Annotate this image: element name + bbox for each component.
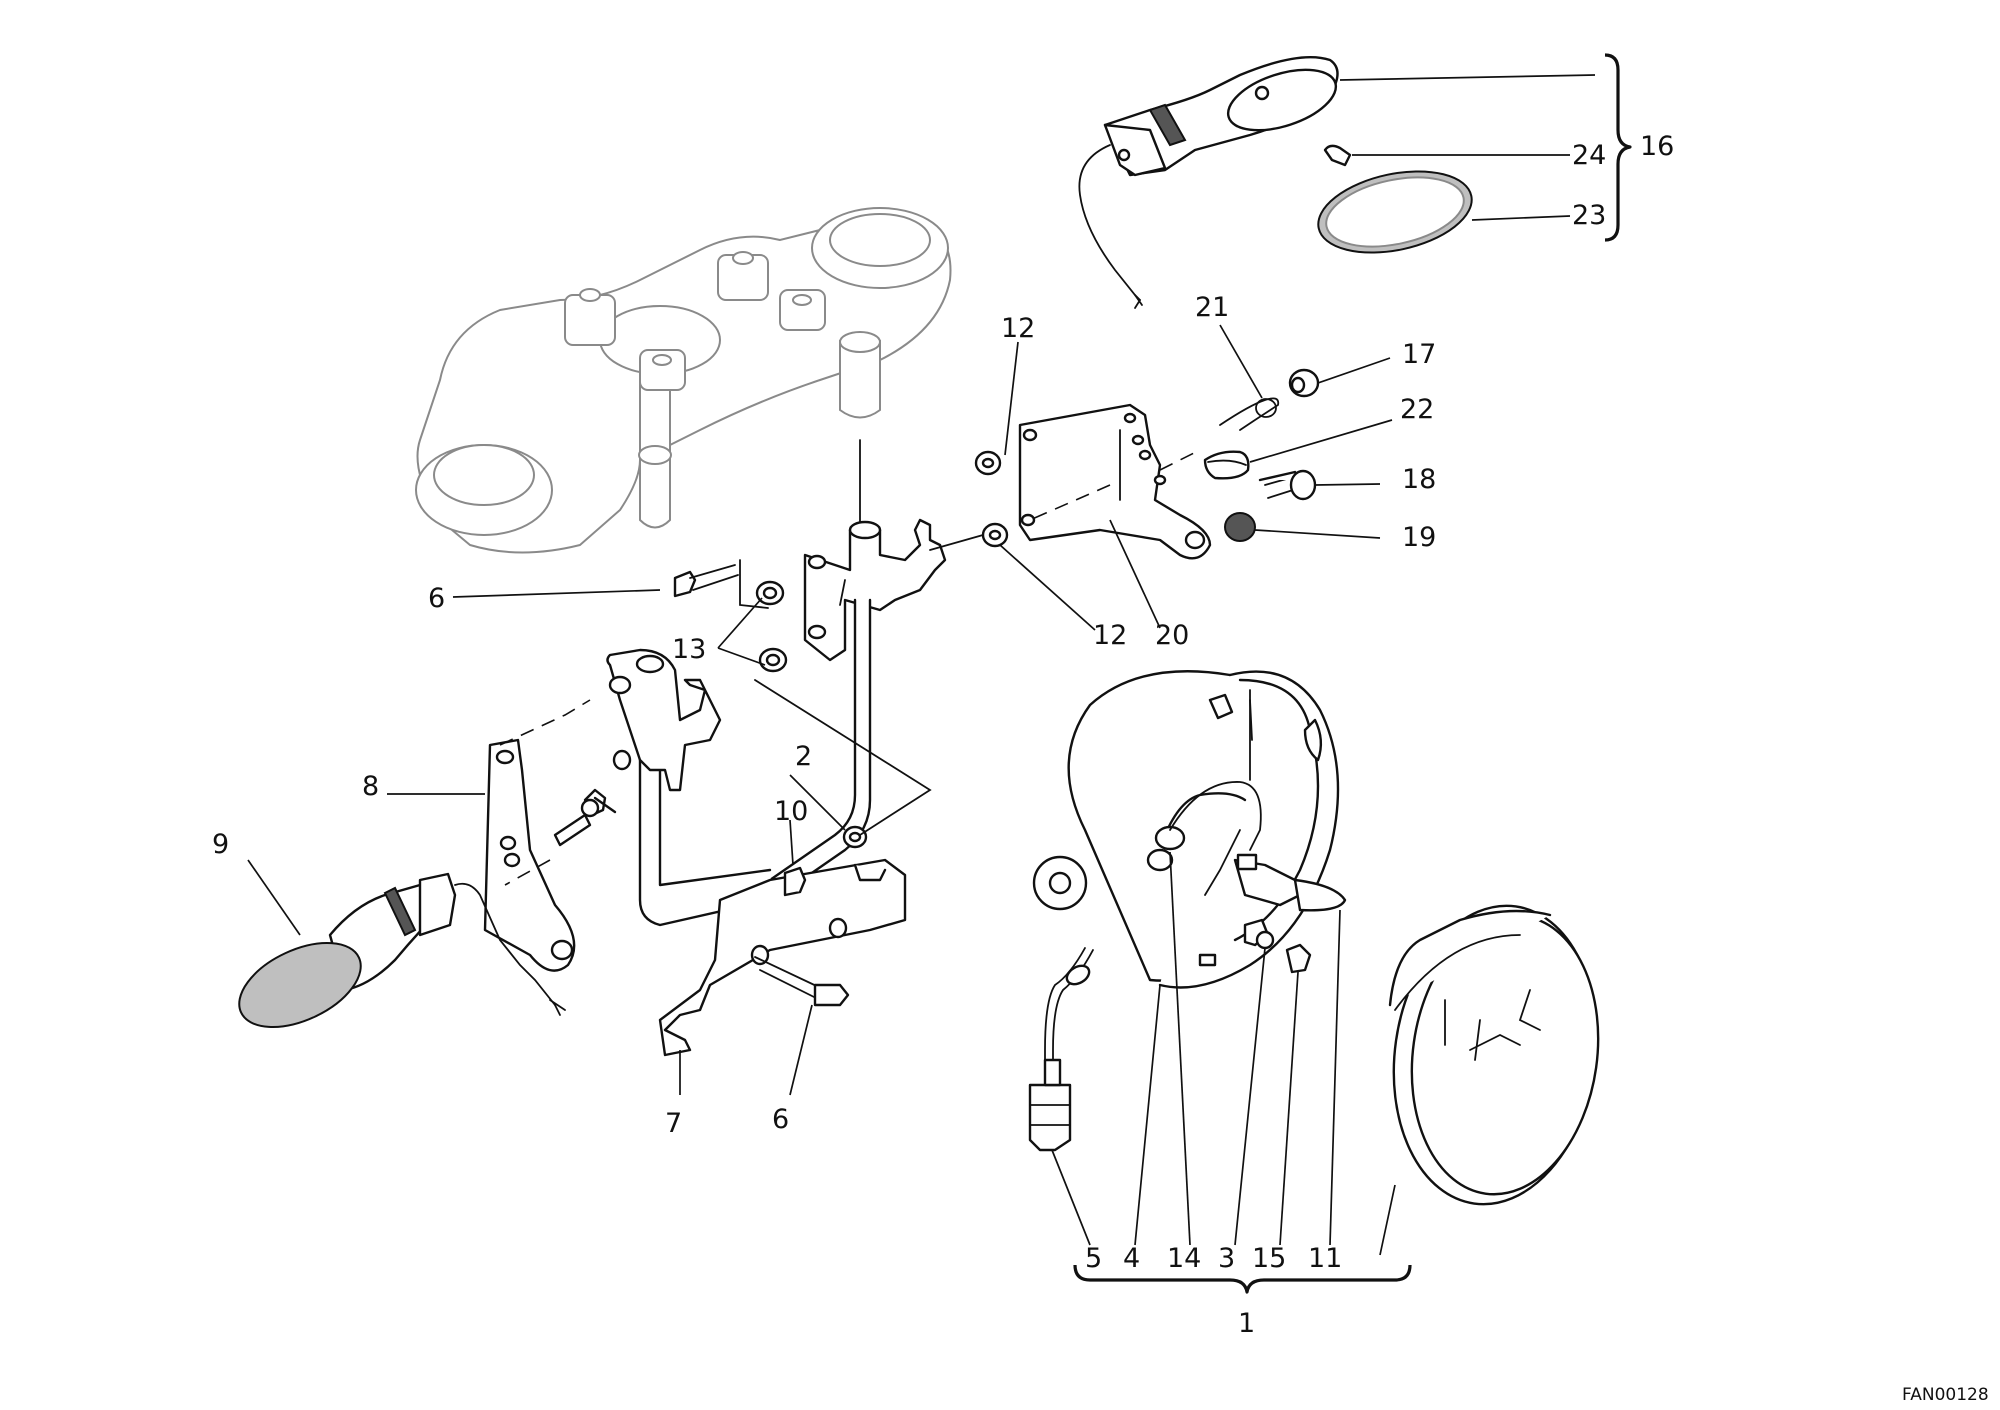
headlight-support-bracket: [606, 439, 947, 927]
callout-3: 3: [1218, 1243, 1235, 1274]
callout-4: 4: [1123, 1243, 1140, 1274]
nut-17: [1288, 368, 1320, 398]
washer-13-lower: [758, 647, 788, 673]
turn-signal-stud: [553, 788, 617, 847]
lens-23: [1317, 170, 1473, 254]
callout-labels: 1 2 3 4 5 6 6 7 8 9 10 11 12 12 13 14 15…: [212, 131, 1674, 1339]
grommet-12-upper: [974, 450, 1002, 476]
callout-20: 20: [1155, 620, 1189, 651]
spring-clip-21: [1219, 397, 1280, 431]
headlight-lens: [1388, 904, 1600, 1206]
screw-10: [783, 866, 807, 897]
bulb-15: [1285, 943, 1312, 974]
leader-lines: [247, 74, 1596, 1256]
callout-15: 15: [1252, 1243, 1286, 1274]
headlight-shell: [1032, 670, 1340, 989]
callout-10: 10: [774, 796, 808, 827]
right-turn-signal: [1078, 55, 1339, 309]
callout-13: 13: [672, 634, 706, 665]
drawing-code: FAN00128: [1902, 1385, 1989, 1405]
screw-upper: [673, 564, 739, 598]
group-bracket-1: [1073, 1264, 1412, 1294]
callout-2: 2: [795, 741, 812, 772]
callout-12-upper: 12: [1001, 313, 1035, 344]
callout-12-lower: 12: [1093, 620, 1127, 651]
callout-19: 19: [1402, 522, 1436, 553]
bolt-18: [1258, 469, 1317, 501]
callout-18: 18: [1402, 464, 1436, 495]
callout-7: 7: [665, 1108, 682, 1139]
callout-6-upper: 6: [428, 583, 445, 614]
headlight-connector-5: [1028, 947, 1094, 1152]
left-turn-signal-bracket: [483, 738, 576, 972]
washer-19: [1224, 512, 1256, 542]
callout-5: 5: [1085, 1243, 1102, 1274]
washer-2: [842, 825, 868, 849]
callout-23: 23: [1572, 200, 1606, 231]
callout-17: 17: [1402, 339, 1436, 370]
callout-1: 1: [1238, 1308, 1255, 1339]
wire-harness-14: [1146, 781, 1262, 896]
left-turn-signal: [238, 872, 566, 1028]
callout-22: 22: [1400, 394, 1434, 425]
top-triple-clamp: [415, 207, 952, 554]
instrument-mount-plate: [1018, 403, 1212, 560]
group-bracket-16: [1604, 53, 1632, 242]
callout-8: 8: [362, 771, 379, 802]
callout-21: 21: [1195, 292, 1229, 323]
callout-14: 14: [1167, 1243, 1201, 1274]
assembly-lines: [499, 449, 1201, 886]
screw-lower: [754, 956, 850, 1007]
callout-6-lower: 6: [772, 1104, 789, 1135]
parking-lamp-3: [1243, 918, 1275, 950]
callout-16: 16: [1640, 131, 1674, 162]
rubber-pad-22: [1203, 450, 1250, 480]
lower-mounting-plate: [658, 858, 907, 1057]
callout-9: 9: [212, 829, 229, 860]
washer-13-upper: [755, 580, 785, 606]
callout-11: 11: [1308, 1243, 1342, 1274]
bulb-24: [1323, 144, 1352, 167]
bulb-holder-11: [1233, 853, 1347, 912]
callout-24: 24: [1572, 140, 1606, 171]
grommet-12-lower: [981, 522, 1009, 548]
